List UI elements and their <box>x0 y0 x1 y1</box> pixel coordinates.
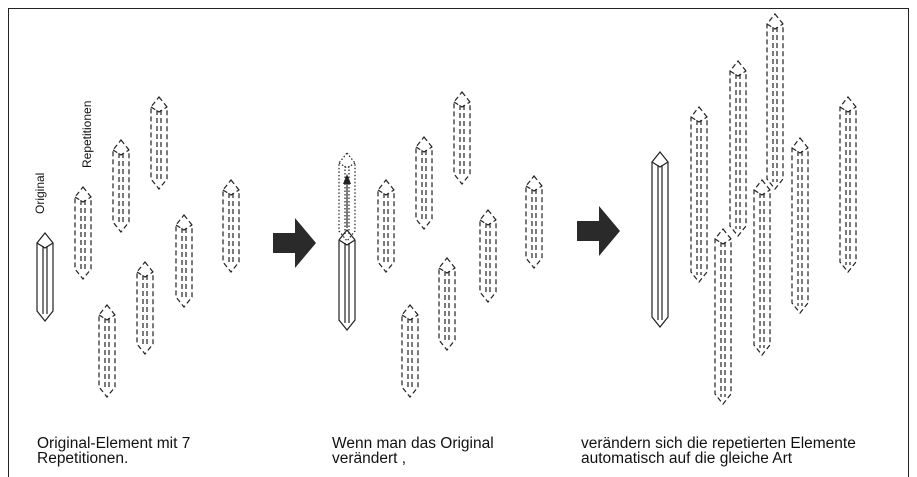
original-prism <box>36 232 54 322</box>
arrow-group <box>273 206 620 268</box>
repeated-prism <box>175 214 193 308</box>
repeated-prism <box>714 228 732 405</box>
repeated-prism <box>753 179 771 356</box>
modified-original-prism <box>651 151 669 328</box>
repeated-prism <box>791 137 809 314</box>
right-arrow-icon <box>577 206 620 256</box>
repeated-prism <box>438 257 456 351</box>
caption-panel-1: Original-Element mit 7 Repetitionen. <box>37 435 191 467</box>
caption-panel-3: verändern sich die repetierten Elemente … <box>581 435 856 467</box>
repeated-prism <box>401 304 419 398</box>
repeated-prism <box>74 186 92 280</box>
caption-panel-2: Wenn man das Original verändert , <box>332 435 494 467</box>
repeated-prism <box>150 96 168 190</box>
right-arrow-icon <box>273 218 316 268</box>
repeated-prism <box>453 91 471 185</box>
repeated-prism <box>112 139 130 233</box>
repeated-prism <box>479 209 497 303</box>
repeated-prism <box>415 136 433 230</box>
modified-original-prism <box>338 229 356 331</box>
ghost-prism <box>338 152 356 242</box>
repeated-prism <box>377 179 395 273</box>
repeated-prism <box>690 106 708 283</box>
prism-group <box>36 13 857 405</box>
repeated-prism <box>98 304 116 398</box>
repetitions-label: Repetitionen <box>80 100 94 168</box>
up-arrow-icon <box>343 174 351 228</box>
diagram-frame <box>8 8 909 477</box>
repeated-prism <box>839 96 857 273</box>
repeated-prism <box>136 261 154 355</box>
repeated-prism <box>525 175 543 269</box>
repeated-prism <box>766 13 784 190</box>
repeated-prism <box>729 60 747 237</box>
original-label: Original <box>33 172 47 214</box>
repeated-prism <box>222 179 240 273</box>
